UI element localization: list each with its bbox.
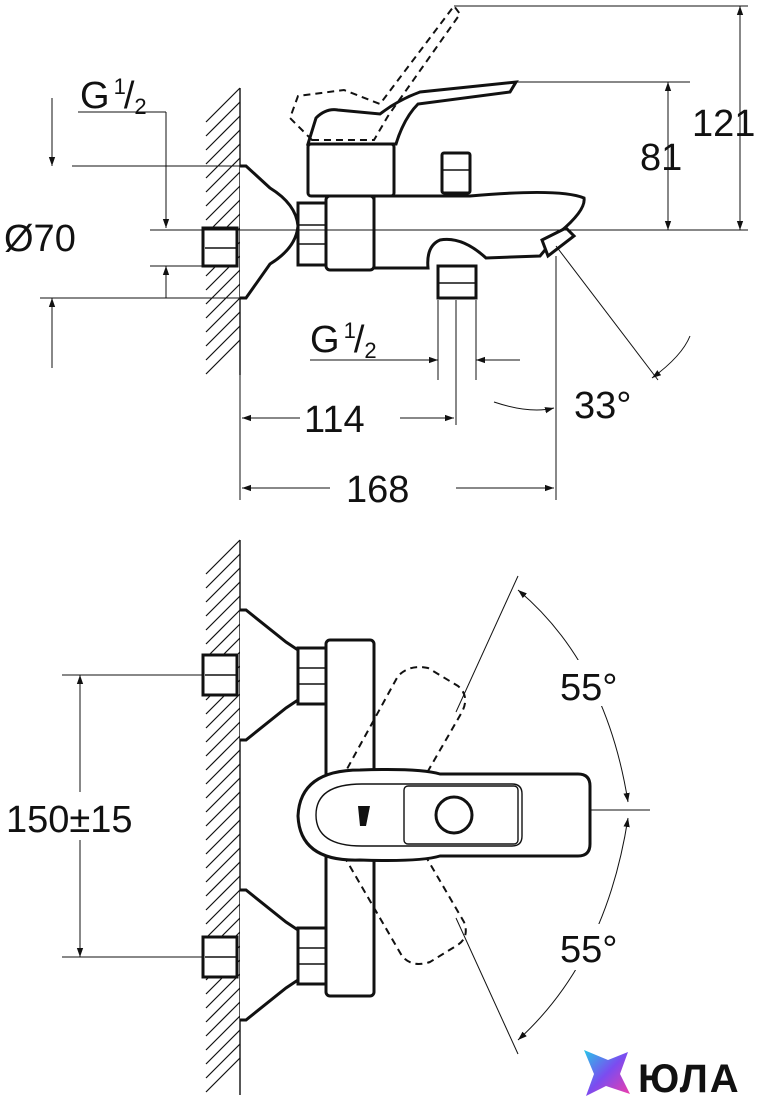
diameter-label: Ø70 [4, 218, 76, 260]
angle-lever-up-label: 55° [560, 667, 617, 709]
lever-button [434, 795, 474, 835]
hatch-line [205, 297, 241, 333]
hatch-line [205, 889, 241, 925]
brand-logo-mark [584, 1050, 630, 1096]
hatch-line [205, 269, 241, 305]
hatch-line [205, 339, 241, 375]
hatch-line [205, 973, 241, 1009]
hatch-line [205, 87, 241, 123]
centre-distance-label: 150±15 [6, 799, 133, 841]
mixer-body-side [324, 194, 376, 272]
hatch-line [205, 157, 241, 193]
eccentric-connector-top [201, 226, 239, 268]
lever-side [305, 80, 519, 146]
hatch-line [205, 1057, 241, 1093]
hatch-line [205, 791, 241, 827]
hatch-line [205, 693, 241, 729]
angle-spout-label: 33° [574, 385, 631, 427]
brand-logo: ЮЛА [584, 1050, 741, 1100]
wall-rosette-top [240, 164, 300, 300]
hatch-line [205, 185, 241, 221]
hatch-line [205, 875, 241, 911]
hatch-line [205, 581, 241, 617]
hatch-line [205, 987, 241, 1023]
hatch-line [205, 595, 241, 631]
lever-raised-position [288, 4, 462, 141]
shower-outlet [436, 264, 478, 300]
hatch-line [205, 903, 241, 939]
hatch-line [205, 143, 241, 179]
hex-nut-top [296, 201, 328, 267]
hatch-line [205, 1029, 241, 1065]
front-view: 150±15 55° 55° [4, 539, 674, 1095]
hatch-line [205, 609, 241, 645]
aerator [540, 226, 577, 259]
length-total-label: 168 [346, 469, 409, 511]
brand-name: ЮЛА [638, 1057, 741, 1100]
length-outlet-label: 114 [304, 399, 365, 441]
lever-down-position [328, 800, 467, 965]
hatch-line [205, 735, 241, 771]
hatch-line [205, 1015, 241, 1051]
hatch-line [205, 567, 241, 603]
wall-rosette-lower [240, 888, 300, 1022]
lever-up-position [328, 666, 467, 832]
wall-rosette-upper [240, 608, 300, 742]
hatch-line [205, 115, 241, 151]
hex-nut-lower [296, 926, 328, 986]
hatch-line [205, 623, 241, 659]
angle-lever-down-label: 55° [560, 929, 617, 971]
hatch-line [205, 847, 241, 883]
hatch-line [205, 763, 241, 799]
hatch-line [205, 553, 241, 589]
hatch-line [205, 283, 241, 319]
hatch-line [205, 805, 241, 841]
hatch-line [205, 819, 241, 855]
hatch-line [205, 171, 241, 207]
hex-nut-upper [296, 646, 328, 706]
wall-hatching-bottom [205, 539, 241, 1095]
hatch-line [205, 129, 241, 165]
hatch-line [205, 101, 241, 137]
hatch-line [205, 721, 241, 757]
hatch-line [205, 833, 241, 869]
hatch-line [205, 539, 241, 575]
hatch-line [205, 325, 241, 361]
hatch-line [205, 777, 241, 813]
hatch-line [205, 861, 241, 897]
hatch-line [205, 707, 241, 743]
hatch-line [205, 1001, 241, 1037]
diverter-knob [440, 151, 472, 195]
height-lever-label: 81 [640, 137, 682, 179]
hatch-line [205, 749, 241, 785]
hatch-line [205, 311, 241, 347]
cartridge-housing [306, 142, 396, 198]
hatch-line [205, 1043, 241, 1079]
height-total-label: 121 [692, 103, 755, 145]
